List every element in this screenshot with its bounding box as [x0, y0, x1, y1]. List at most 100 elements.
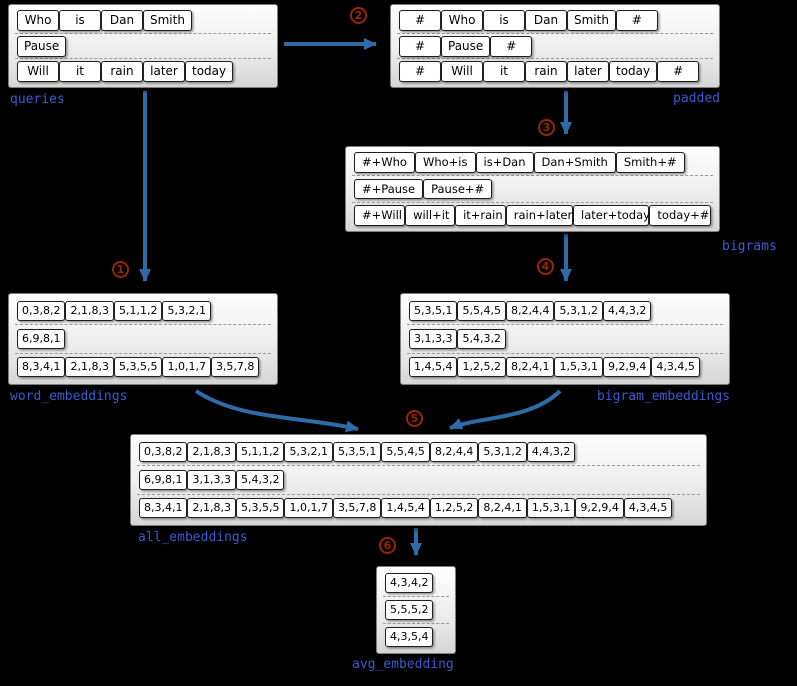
cell: Dan [525, 9, 567, 31]
cell: 1,2,5,2 [457, 357, 506, 378]
cell: 4,4,3,2 [602, 300, 652, 321]
cell: it [483, 61, 525, 83]
cell: 5,3,2,1 [284, 441, 333, 462]
step-1-badge: 1 [112, 261, 129, 278]
cell: 1,0,1,7 [162, 357, 211, 378]
cell: 6,9,8,1 [17, 329, 66, 349]
cell: 3,5,7,8 [210, 357, 260, 378]
arrow-word-embeddings-to-all-embeddings [194, 389, 359, 433]
cell: # [399, 61, 441, 83]
cell: Dan+Smith [533, 152, 616, 173]
cell: today [609, 61, 658, 83]
cell: 2,1,8,3 [65, 357, 114, 378]
cell: # [399, 9, 441, 31]
avg-embedding-label: avg_embedding [352, 657, 454, 672]
cell: 5,3,5,5 [113, 357, 163, 378]
cell: it+rain [455, 205, 506, 226]
token-row: 5,5,5,2 [383, 597, 449, 624]
cell: Will [17, 61, 59, 83]
cell: 3,5,7,8 [332, 498, 382, 519]
cell: 5,4,3,2 [457, 329, 506, 349]
cell: later [143, 61, 185, 83]
cell: # [490, 35, 533, 57]
cell: 8,2,4,4 [505, 300, 555, 321]
cell: Who+is [414, 152, 476, 173]
token-row: #Pause# [397, 34, 713, 60]
cell: # [615, 9, 658, 31]
cell: rain [525, 61, 567, 83]
cell: 0,3,8,2 [17, 300, 66, 321]
all-embeddings-label: all_embeddings [138, 530, 248, 545]
cell: later [567, 61, 609, 83]
cell: 5,3,1,2 [554, 300, 603, 321]
cell: 4,4,3,2 [526, 441, 576, 462]
step-5-badge: 5 [406, 410, 423, 427]
cell: Will [441, 61, 483, 83]
cell: 8,3,4,1 [17, 357, 66, 378]
cell: 8,2,4,4 [429, 441, 479, 462]
cell: 6,9,8,1 [139, 470, 188, 490]
cell: 8,2,4,1 [478, 498, 527, 519]
cell: 1,2,5,2 [429, 498, 479, 519]
avg-embedding-box: 4,3,4,2 5,5,5,2 4,3,5,4 [376, 566, 456, 654]
cell: Who [441, 9, 483, 31]
cell: 1,0,1,7 [284, 498, 333, 519]
arrow-bigram-embeddings-to-all-embeddings [449, 389, 562, 430]
cell: Dan [101, 9, 143, 31]
cell: # [399, 35, 441, 57]
padded-label: padded [673, 91, 720, 106]
cell: #+Will [354, 205, 406, 226]
cell: 4,3,5,4 [385, 627, 434, 647]
step-6-badge: 6 [379, 537, 396, 554]
cell: 5,3,5,5 [235, 498, 285, 519]
cell: Smith+# [615, 152, 685, 173]
step-2-badge: 2 [350, 7, 367, 24]
cell: 8,3,4,1 [139, 498, 188, 519]
cell: 4,3,4,5 [623, 498, 673, 519]
cell: 3,1,3,3 [409, 329, 458, 349]
cell: today [185, 61, 234, 83]
step-3-badge: 3 [538, 119, 555, 136]
queries-label: queries [10, 92, 65, 107]
cell: 1,5,3,1 [526, 498, 576, 519]
cell: 5,1,1,2 [235, 441, 285, 462]
token-row: 6,9,8,1 [15, 325, 271, 354]
cell: is [483, 9, 525, 31]
cell: 1,4,5,4 [409, 357, 458, 378]
cell: 1,5,3,1 [554, 357, 603, 378]
cell: 2,1,8,3 [65, 300, 114, 321]
cell: # [657, 61, 700, 83]
step-4-badge: 4 [537, 258, 554, 275]
cell: is+Dan [475, 152, 534, 173]
cell: is [59, 9, 101, 31]
cell: rain+later [505, 205, 574, 226]
cell: Smith [567, 9, 616, 31]
cell: 4,3,4,2 [385, 573, 434, 593]
cell: Pause+# [423, 178, 493, 200]
cell: 5,5,5,2 [385, 600, 434, 620]
cell: later+today [573, 205, 650, 226]
bigrams-label: bigrams [722, 239, 777, 254]
cell: today+# [649, 205, 711, 226]
cell: 3,1,3,3 [187, 470, 236, 490]
cell: 1,4,5,4 [381, 498, 430, 519]
cell: will+it [405, 205, 456, 226]
cell: 5,1,1,2 [113, 300, 163, 321]
cell: 8,2,4,1 [505, 357, 555, 378]
cell: 5,5,4,5 [381, 441, 430, 462]
token-row: 4,3,5,4 [383, 624, 449, 650]
